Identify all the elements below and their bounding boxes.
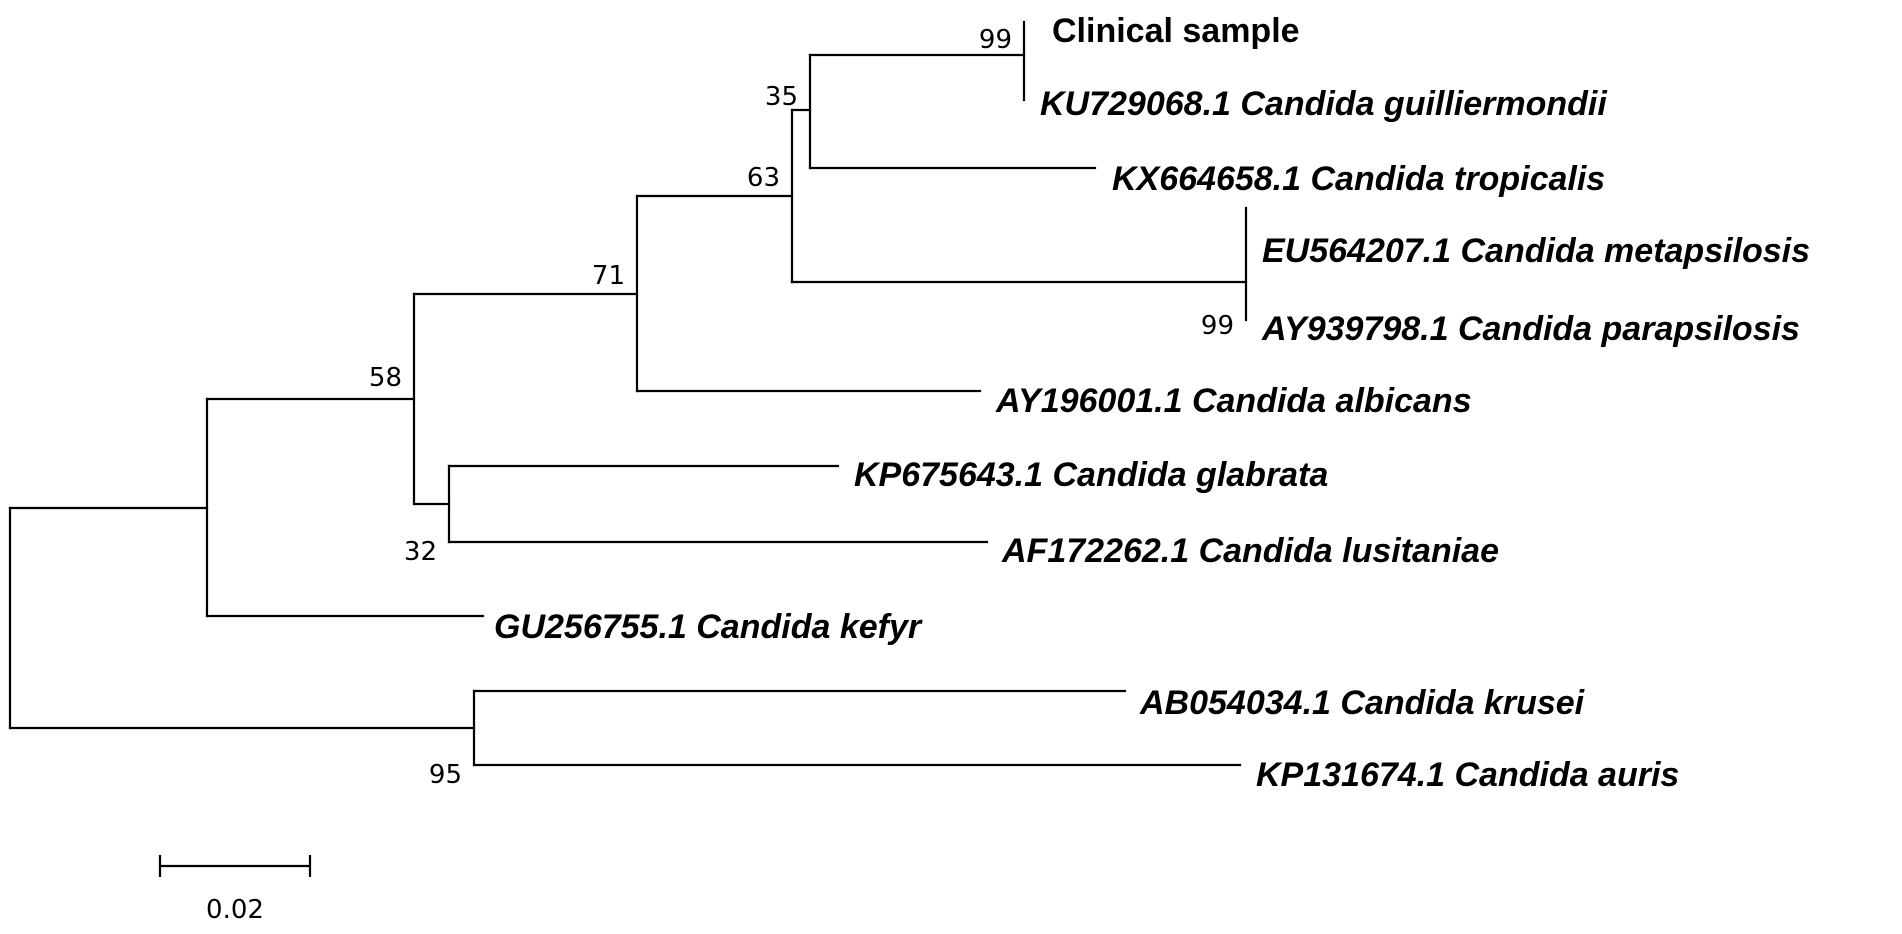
leaf-label-clinical: Clinical sample bbox=[1052, 12, 1300, 50]
leaf-label-kefyr: GU256755.1 Candida kefyr bbox=[494, 608, 923, 646]
leaf-label-auris: KP131674.1 Candida auris bbox=[1256, 756, 1679, 794]
support-value-guilliermondii-tropicalis: 35 bbox=[765, 82, 798, 112]
leaf-label-tropicalis: KX664658.1 Candida tropicalis bbox=[1112, 160, 1605, 198]
support-value-guilliermondii-glabrata: 58 bbox=[369, 363, 402, 393]
support-value-clinical-guilliermondii: 99 bbox=[979, 25, 1012, 55]
support-value-krusei-auris: 95 bbox=[429, 760, 462, 790]
leaf-label-lusitaniae: AF172262.1 Candida lusitaniae bbox=[1001, 532, 1499, 570]
scale-bar-label: 0.02 bbox=[206, 895, 264, 925]
leaf-label-glabrata: KP675643.1 Candida glabrata bbox=[854, 456, 1328, 494]
leaf-label-krusei: AB054034.1 Candida krusei bbox=[1139, 684, 1586, 722]
support-value-metapsilosis-parapsilosis: 99 bbox=[1201, 311, 1234, 341]
support-value-glabrata-lusitaniae: 32 bbox=[404, 537, 437, 567]
support-value-guilliermondii-metapsilosis: 63 bbox=[747, 163, 780, 193]
leaf-label-albicans: AY196001.1 Candida albicans bbox=[995, 382, 1472, 420]
leaf-label-guilliermondii: KU729068.1 Candida guilliermondii bbox=[1040, 85, 1608, 123]
support-values: 99 35 63 71 58 99 32 95 bbox=[369, 25, 1234, 790]
tree-branches bbox=[8, 20, 1248, 767]
support-value-guilliermondii-albicans: 71 bbox=[592, 261, 625, 291]
scale-bar: 0.02 bbox=[158, 855, 312, 925]
leaf-label-metapsilosis: EU564207.1 Candida metapsilosis bbox=[1262, 232, 1810, 270]
leaf-label-parapsilosis: AY939798.1 Candida parapsilosis bbox=[1261, 310, 1800, 348]
